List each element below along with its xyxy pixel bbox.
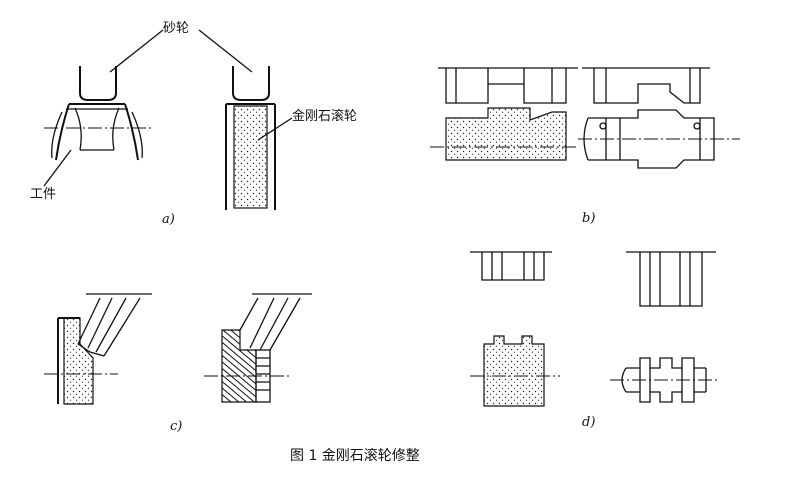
c-left-roller	[63, 317, 94, 405]
b-right-wheel-top	[582, 67, 710, 104]
subfigure-b-label: b)	[582, 211, 595, 226]
c-right-roller-ribs	[256, 357, 270, 391]
panel-a: 砂轮 工件 金刚石滚轮 a)	[30, 21, 357, 227]
grinding-wheel-left	[79, 66, 117, 101]
panel-c: c)	[44, 293, 312, 434]
figure-caption: 图 1 金刚石滚轮修整	[290, 447, 420, 464]
c-left-wheel	[77, 293, 152, 357]
leader-workpiece	[43, 149, 72, 187]
leader-diamond-roller	[257, 117, 293, 141]
leader-wheel-left	[109, 29, 164, 73]
label-workpiece: 工件	[30, 187, 56, 202]
subfigure-d-label: d)	[582, 415, 595, 430]
label-diamond-roller: 金刚石滚轮	[292, 108, 357, 124]
label-grinding-wheel: 砂轮	[163, 21, 189, 36]
panel-d: d)	[470, 251, 720, 430]
b-left-wheel-top	[438, 67, 578, 104]
d-left-roller	[483, 335, 545, 407]
c-left-roller-edge	[57, 317, 80, 404]
leader-wheel-right	[198, 29, 253, 73]
b-left-roller	[445, 107, 567, 161]
diamond-roller-a	[225, 103, 276, 210]
grinding-wheel-right	[232, 66, 270, 101]
workpiece	[51, 103, 143, 161]
panel-b: b)	[430, 67, 740, 226]
subfigure-a-label: a)	[162, 212, 175, 227]
c-right-wheel	[239, 293, 312, 351]
c-right-roller	[221, 329, 257, 403]
subfigure-c-label: c)	[170, 419, 182, 434]
d-right-wheel-top	[626, 251, 716, 307]
d-left-wheel-top	[470, 251, 552, 281]
